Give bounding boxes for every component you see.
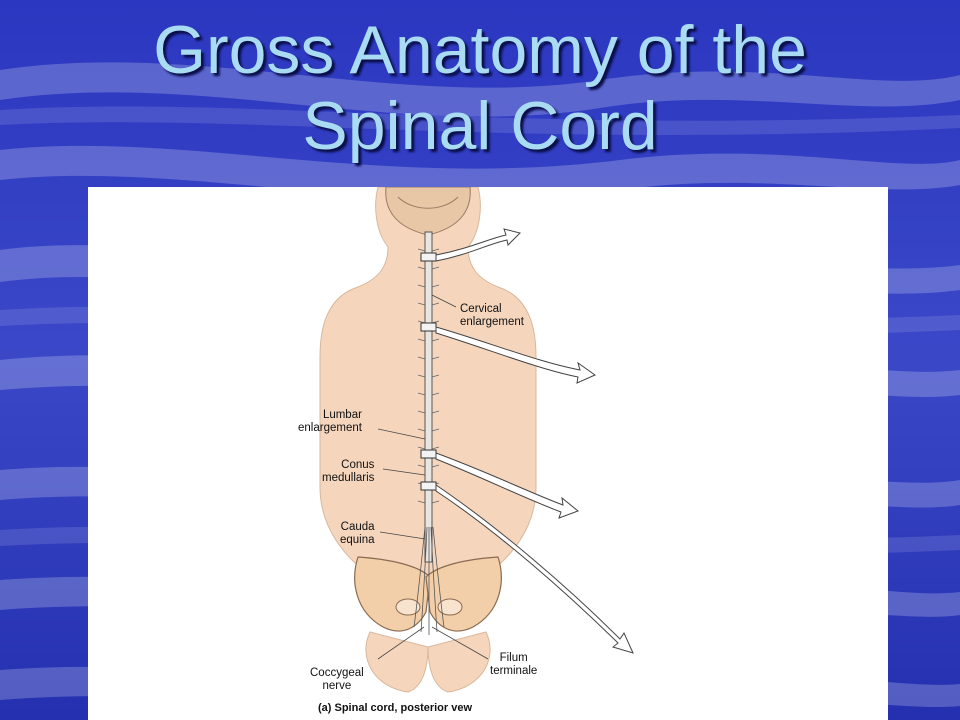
title-line-1: Gross Anatomy of the xyxy=(153,12,807,88)
cauda-equina-label: Cauda equina xyxy=(340,521,375,546)
spinal-cord-illustration xyxy=(319,187,634,693)
spinal-cord-figure: Cervical enlargement Lumbar enlargement … xyxy=(88,187,888,720)
figure-caption: (a) Spinal cord, posterior vew xyxy=(318,702,473,714)
filum-terminale-label: Filum terminale xyxy=(490,652,538,677)
title-line-2: Spinal Cord xyxy=(302,88,658,164)
cervical-enlargement-label: Cervical enlargement xyxy=(460,303,524,328)
conus-medullaris-label: Conus medullaris xyxy=(322,459,375,484)
slide-title: Gross Anatomy of the Spinal Cord xyxy=(0,12,960,164)
coccygeal-nerve-label: Coccygeal nerve xyxy=(310,667,364,692)
lumbar-enlargement-label: Lumbar enlargement xyxy=(298,409,362,434)
